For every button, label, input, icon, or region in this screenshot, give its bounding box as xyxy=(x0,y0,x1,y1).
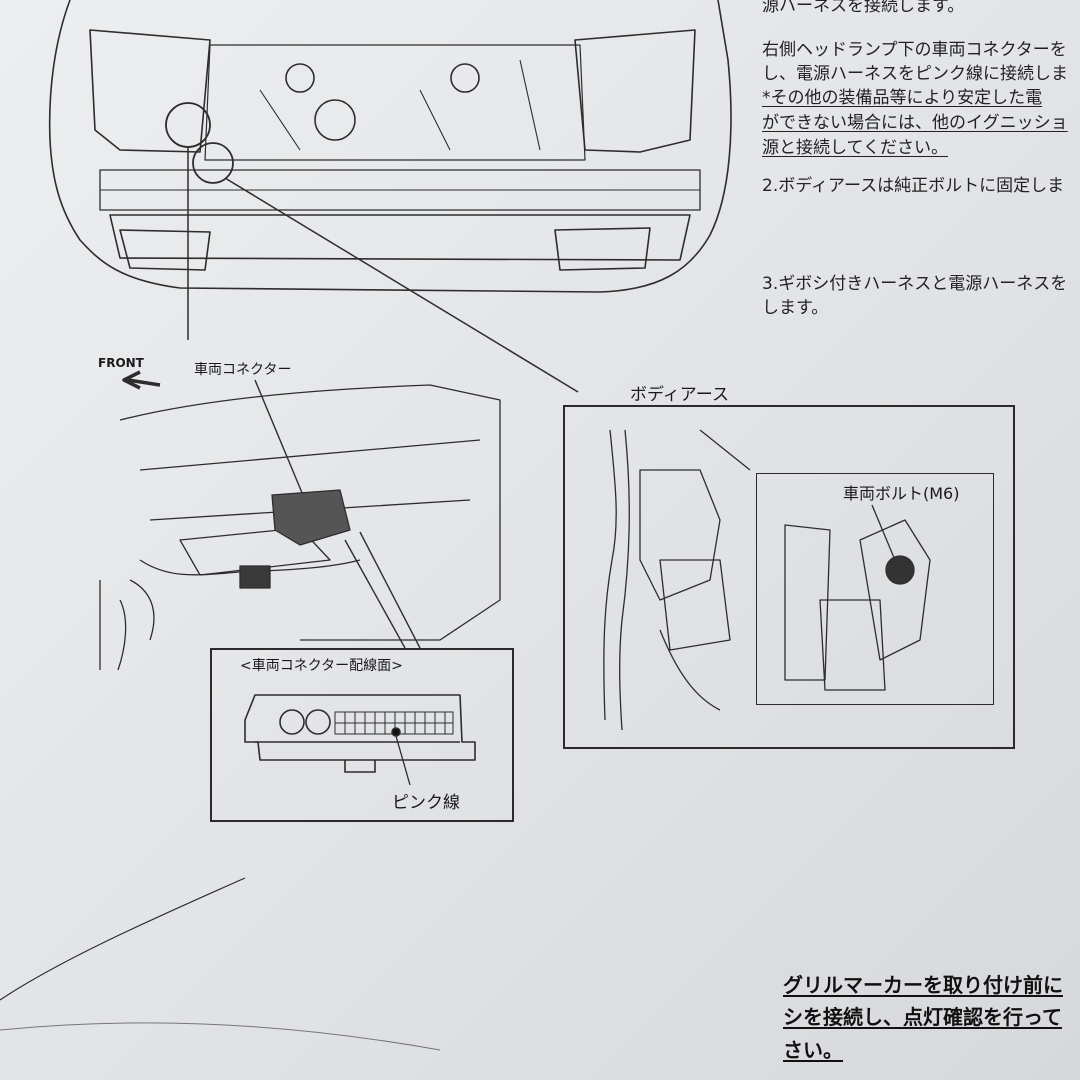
connector-wiring-face-label: <車両コネクター配線面> xyxy=(240,658,403,674)
vehicle-connector-label: 車両コネクター xyxy=(194,362,292,378)
instruction-note-line-3: *その他の装備品等により安定した電 xyxy=(762,88,1043,108)
front-label: FRONT xyxy=(98,356,144,370)
body-earth-label: ボディアース xyxy=(630,385,729,405)
instruction-step-2: 2.ボディアースは純正ボルトに固定しま xyxy=(762,176,1065,196)
instruction-line-0: 源ハーネスを接続します。 xyxy=(762,0,965,16)
engine-bay-drawing xyxy=(99,384,501,671)
connector-face-drawing xyxy=(244,694,476,786)
body-earth-box xyxy=(563,405,1015,749)
instruction-step-3b: します。 xyxy=(762,298,829,318)
instruction-note-line-4: ができない場合には、他のイグニッショ xyxy=(762,113,1068,133)
instruction-line-2: し、電源ハーネスをピンク線に接続しま xyxy=(762,64,1068,84)
connector-face-box xyxy=(210,648,514,822)
notice-line-3: さい。 xyxy=(783,1038,843,1062)
instruction-line-1: 右側ヘッドランプ下の車両コネクターを xyxy=(762,40,1067,60)
instruction-note-line-5: 源と接続してください。 xyxy=(762,138,948,158)
body-earth-drawing xyxy=(603,429,931,731)
notice-line-1: グリルマーカーを取り付け前に xyxy=(783,973,1063,997)
front-bumper-drawing xyxy=(48,0,732,293)
vehicle-bolt-label: 車両ボルト(M6) xyxy=(843,484,960,503)
pink-wire-label: ピンク線 xyxy=(392,793,460,813)
instruction-step-3a: 3.ギボシ付きハーネスと電源ハーネスを xyxy=(762,274,1068,294)
notice-line-2: シを接続し、点灯確認を行って xyxy=(783,1005,1062,1029)
vehicle-bolt-detail-box xyxy=(756,473,994,705)
